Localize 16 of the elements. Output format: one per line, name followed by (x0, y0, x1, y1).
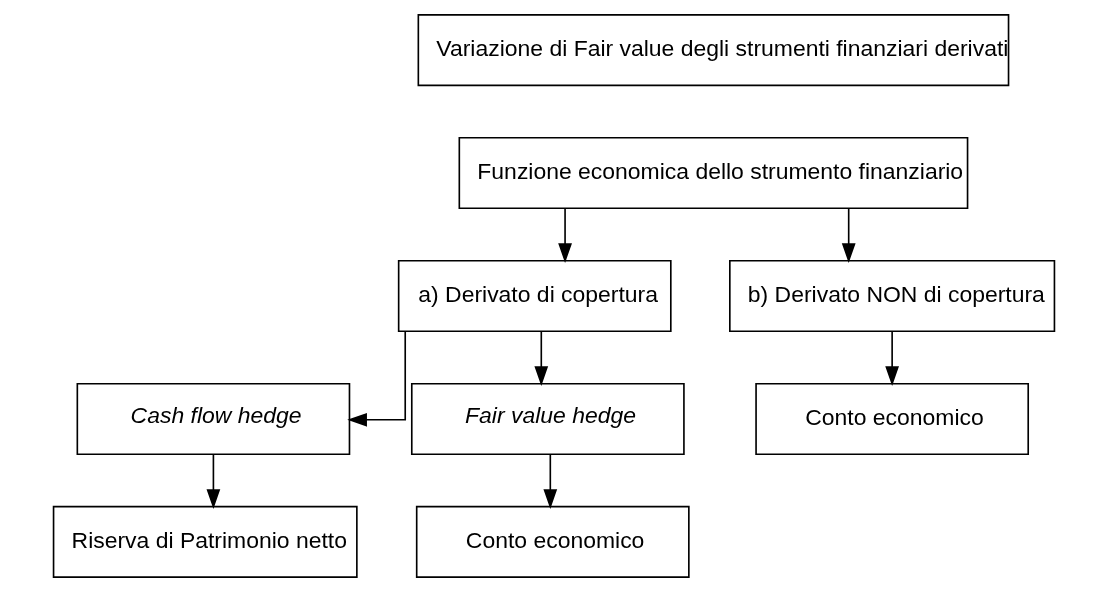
node-box: Fair value hedge (410, 382, 685, 456)
node-box: Riserva di Patrimonio netto (52, 505, 358, 578)
node-box: Conto economico (415, 505, 690, 578)
node-box: b) Derivato NON di copertura (729, 259, 1056, 333)
node-box: Conto economico (755, 382, 1030, 456)
arrow (543, 453, 558, 509)
node-box: Cash flow hedge (76, 382, 351, 456)
arrow (841, 207, 856, 263)
arrow (206, 453, 221, 509)
node-box: Funzione economica dello strumento finanziario (458, 136, 969, 210)
arrow (558, 207, 572, 263)
node-box: Variazione di Fair value degli strumenti finanziari derivati (417, 14, 1010, 87)
arrow (347, 331, 407, 427)
node-box: a) Derivato di copertura (397, 259, 672, 333)
arrow (534, 330, 549, 386)
arrow (885, 330, 900, 386)
